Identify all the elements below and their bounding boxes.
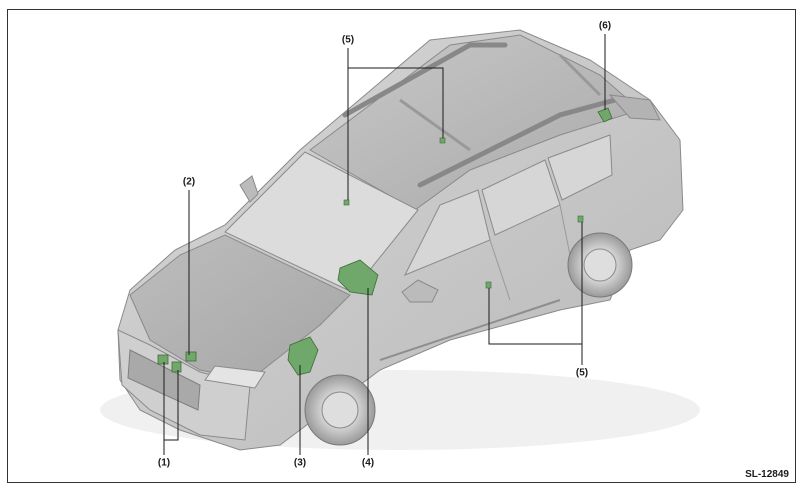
front-wheel-hub: [321, 391, 359, 429]
callout-3: (3): [293, 457, 307, 469]
roof-rail-left: [342, 42, 508, 118]
roof-rail-right: [417, 97, 618, 188]
leader-1: [163, 362, 179, 441]
component-5-rear-door: [577, 215, 584, 223]
crossbar-2: [558, 53, 602, 97]
callout-5-bottom: (5): [575, 367, 589, 379]
headlight: [204, 365, 266, 389]
leader-5a: [347, 48, 444, 200]
side-window-front: [403, 189, 491, 276]
leader-5b: [488, 222, 583, 365]
component-1: [157, 354, 182, 373]
component-5-roof: [439, 137, 446, 144]
side-mirror: [401, 279, 439, 303]
callout-4: (4): [361, 457, 375, 469]
callout-6: (6): [598, 20, 612, 32]
windshield: [224, 151, 419, 293]
crossbar-1: [399, 98, 471, 152]
rear-spoiler: [608, 94, 661, 121]
component-2: [185, 351, 197, 362]
figure-border: [7, 9, 796, 483]
figure-reference-code: SL-12849: [745, 469, 789, 480]
callout-2: (2): [182, 176, 196, 188]
component-4: [337, 259, 379, 296]
left-mirror: [239, 175, 259, 203]
callout-1: (1): [157, 457, 171, 469]
component-5-windshield: [343, 199, 350, 206]
side-sill: [379, 299, 561, 361]
component-3: [287, 336, 319, 376]
leader-lines: [163, 34, 606, 455]
side-window-quarter: [547, 134, 613, 201]
callout-5-top: (5): [341, 34, 355, 46]
component-5-front-door: [485, 281, 492, 289]
rear-wheel-hub: [583, 248, 617, 282]
